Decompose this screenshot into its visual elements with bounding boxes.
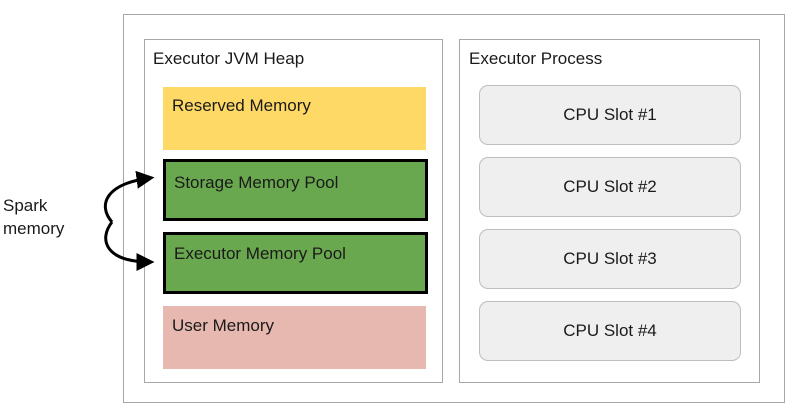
process-panel-title: Executor Process [469, 49, 603, 68]
bracket-arrow-top [103, 170, 155, 223]
cpu-slot-3: CPU Slot #3 [479, 229, 741, 289]
reserved-memory-block: Reserved Memory [163, 87, 426, 150]
spark-memory-label-line2: memory [3, 219, 65, 238]
bracket-arrow-bottom [104, 221, 155, 271]
cpu-slot-4: CPU Slot #4 [479, 301, 741, 361]
cpu-slot-1: CPU Slot #1 [479, 85, 741, 145]
cpu-slot-2: CPU Slot #2 [479, 157, 741, 217]
executor-memory-pool-block: Executor Memory Pool [163, 232, 428, 294]
spark-memory-label-line1: Spark [3, 196, 48, 215]
spark-memory-label: Spark memory [3, 194, 64, 240]
heap-panel-title: Executor JVM Heap [153, 49, 305, 68]
storage-memory-pool-block: Storage Memory Pool [163, 159, 428, 221]
user-memory-block: User Memory [163, 306, 426, 369]
